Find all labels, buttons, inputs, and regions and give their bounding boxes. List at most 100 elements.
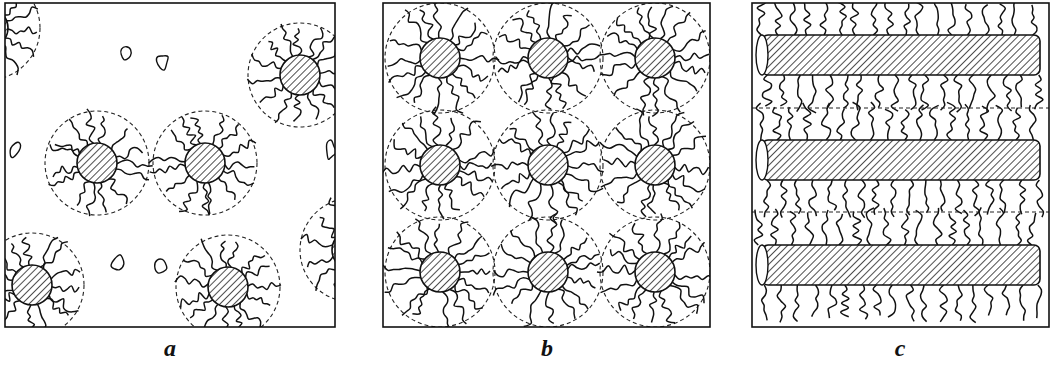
polymer-chain	[652, 78, 659, 116]
polymer-chain	[660, 6, 673, 38]
polymer-chain	[940, 285, 948, 322]
layer-boundary	[752, 211, 1049, 212]
polymer-chain	[28, 305, 35, 327]
polymer-chain	[808, 75, 816, 113]
micelle-core	[635, 38, 675, 78]
polymer-chain	[632, 290, 646, 319]
polymer-chain	[260, 86, 283, 103]
polymer-chain	[941, 75, 948, 110]
corona-boundary	[248, 23, 335, 127]
polymer-chain	[450, 289, 467, 323]
polymer-chain	[493, 278, 529, 296]
polymer-chain	[5, 38, 33, 57]
polymer-chain	[293, 28, 302, 55]
polymer-chain	[459, 147, 494, 162]
polymer-chain	[98, 183, 106, 213]
polymer-chain	[567, 61, 594, 72]
polymer-chain	[388, 248, 422, 263]
polymer-chain	[247, 78, 280, 84]
polymer-chain	[223, 171, 254, 186]
corona-boundary	[385, 3, 495, 113]
polymer-chain	[915, 3, 923, 35]
polymer-chain	[934, 3, 941, 35]
corona-boundary	[5, 3, 40, 80]
polymer-chain	[1035, 75, 1043, 109]
polymer-chain	[568, 55, 599, 61]
micelle-core	[420, 252, 460, 292]
polymer-chain	[7, 7, 38, 21]
polymer-chain	[670, 286, 698, 314]
polymer-chain	[109, 179, 127, 204]
polymer-chain	[603, 158, 635, 167]
polymer-chain	[179, 181, 198, 211]
polymer-chain	[453, 121, 481, 149]
micelle-core	[208, 267, 248, 307]
polymer-chain	[320, 69, 335, 74]
polymer-chain	[860, 285, 868, 319]
polymer-chain	[116, 169, 149, 180]
polymer-chain	[672, 242, 704, 262]
polymer-chain	[567, 44, 600, 54]
polymer-chain	[388, 59, 421, 67]
polymer-chain	[53, 166, 77, 177]
polymer-chain	[754, 210, 762, 245]
polymer-chain	[403, 123, 428, 149]
polymer-chain	[675, 53, 709, 60]
polymer-chain	[175, 276, 208, 287]
polymer-chain	[447, 77, 463, 113]
polymer-chain	[828, 285, 837, 318]
polymer-chain	[455, 285, 483, 309]
polymer-chain	[414, 75, 430, 103]
polymer-chain	[920, 285, 926, 322]
polymer-chain	[998, 4, 1005, 35]
polymer-chain	[37, 304, 45, 327]
polymer-chain	[805, 212, 813, 245]
lamellar-phase	[752, 3, 1049, 323]
polymer-chain	[885, 3, 893, 35]
polymer-chain	[600, 142, 637, 156]
polymer-chain	[5, 44, 18, 75]
polymer-chain	[757, 3, 766, 35]
corona-boundary	[493, 3, 603, 113]
polymer-chain	[883, 208, 891, 245]
polymer-chain	[49, 172, 80, 185]
polymer-chain	[313, 34, 335, 60]
polymer-chain	[891, 180, 896, 217]
polymer-chain	[228, 242, 238, 267]
polymer-chain	[822, 210, 828, 245]
polymer-chain	[597, 265, 635, 274]
polymer-chain	[547, 113, 555, 145]
polymer-chain	[812, 285, 819, 317]
polymer-chain	[980, 106, 988, 140]
lamella-end	[756, 140, 768, 180]
panel-frame	[383, 3, 710, 327]
polymer-chain	[1016, 75, 1022, 107]
polymer-chain	[797, 75, 802, 112]
polymer-chain	[614, 71, 640, 96]
polymer-chain	[662, 77, 680, 112]
polymer-chain	[955, 285, 962, 321]
polymer-chain	[77, 182, 90, 206]
polymer-chain	[8, 27, 37, 34]
polymer-chain	[809, 180, 817, 216]
polymer-chain	[756, 103, 763, 140]
polymer-chain	[422, 184, 432, 211]
polymer-chain	[925, 180, 929, 213]
polymer-chain	[166, 175, 189, 191]
dilute-micelles	[5, 3, 335, 327]
micelle-core	[12, 265, 52, 305]
free-chain	[121, 47, 131, 60]
polymer-chain	[301, 235, 333, 247]
polymer-chain	[673, 175, 705, 192]
polymer-chain	[873, 285, 881, 315]
polymer-chain	[545, 78, 552, 109]
micelle-core	[635, 145, 675, 185]
polymer-chain	[218, 178, 235, 200]
polymer-chain	[547, 213, 557, 252]
polymer-chain	[973, 180, 979, 216]
panel-letter: a	[164, 336, 176, 360]
polymer-chain	[308, 256, 334, 267]
polymer-chain	[329, 198, 335, 232]
panel-frame	[5, 3, 335, 327]
corona-boundary	[300, 198, 335, 302]
